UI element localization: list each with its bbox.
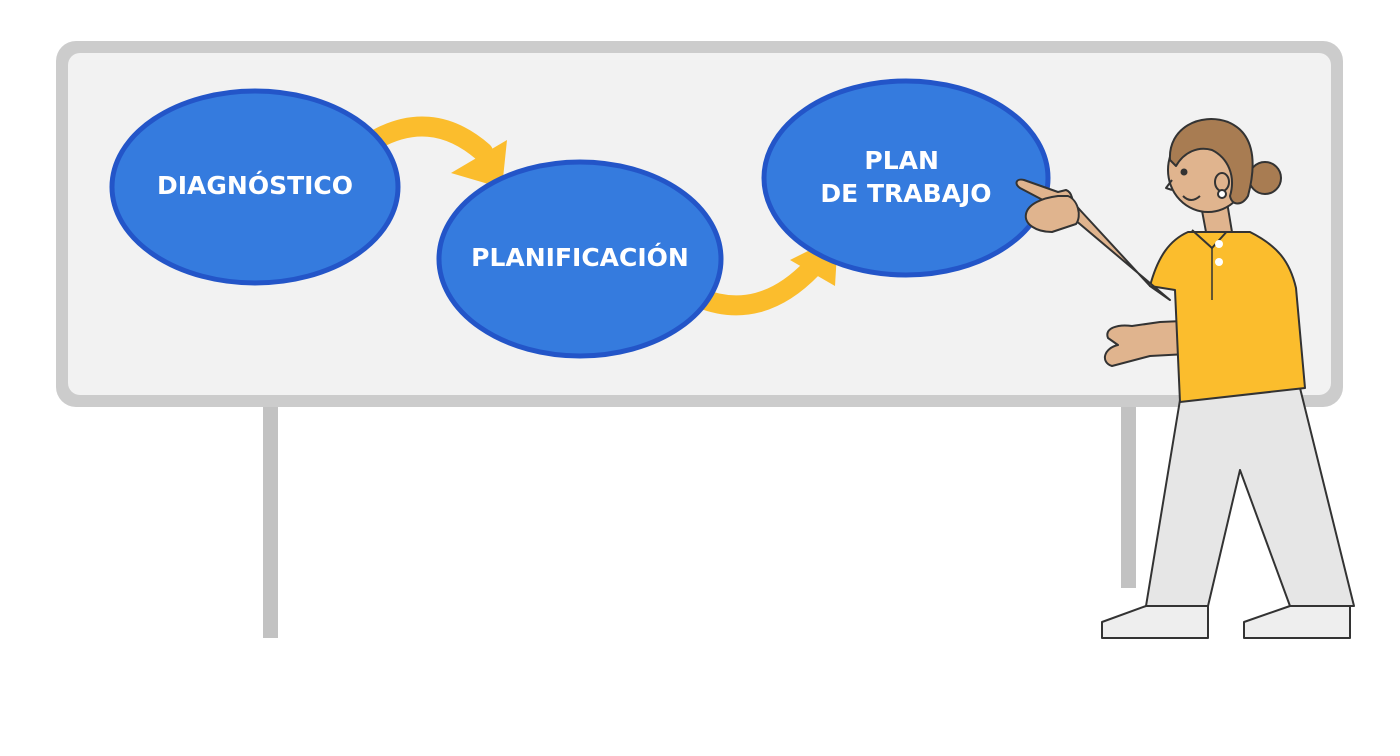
presenter-woman-icon (1015, 118, 1355, 639)
pants-icon (1145, 387, 1355, 607)
hair-icon (1168, 118, 1254, 205)
node-plan-de-trabajo: PLAN DE TRABAJO (761, 78, 1051, 278)
shirt-button-icon (1215, 258, 1223, 266)
hair-bun-icon (1248, 161, 1282, 195)
board-leg-left (263, 398, 278, 638)
smile-icon (1182, 195, 1201, 201)
shoe-right-icon (1243, 605, 1351, 639)
node-label: PLAN DE TRABAJO (820, 146, 991, 208)
node-shape (436, 159, 724, 359)
node-shape (109, 88, 401, 286)
shirt-icon (1149, 231, 1306, 403)
shirt-button-icon (1215, 240, 1223, 248)
node-label: PLANIFICACIÓN (471, 242, 689, 272)
board-leg-right (1121, 398, 1136, 588)
nose-icon (1165, 179, 1173, 191)
node-label: DIAGNÓSTICO (157, 170, 353, 200)
shoe-left-icon (1101, 605, 1209, 639)
node-diagnostico: DIAGNÓSTICO (109, 88, 401, 286)
node-planificacion: PLANIFICACIÓN (436, 159, 724, 359)
eye-icon (1180, 168, 1188, 176)
flow-arrow-1 (360, 116, 507, 188)
ear-icon (1214, 172, 1230, 192)
node-shape (761, 78, 1051, 278)
earring-icon (1217, 189, 1227, 199)
hand-pointing-icon (1024, 195, 1080, 233)
